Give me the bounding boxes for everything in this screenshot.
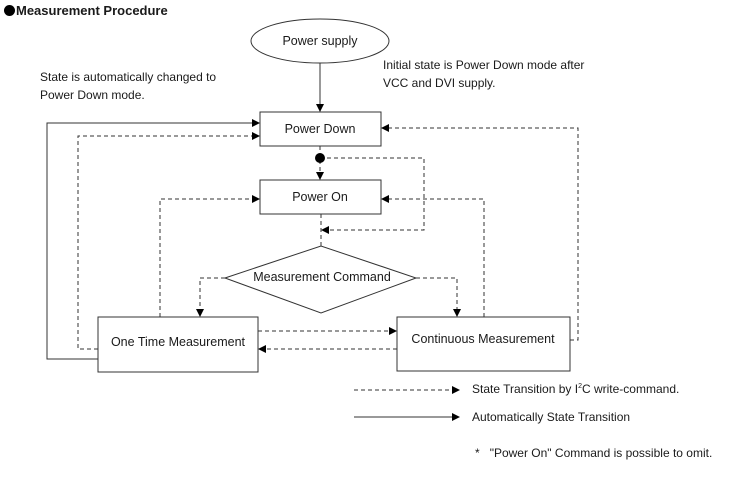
- page-title: Measurement Procedure: [4, 3, 168, 18]
- node-power-down: [259, 111, 382, 147]
- node-continuous-measurement-label: Continuous Measurement: [411, 332, 555, 346]
- title-text: Measurement Procedure: [16, 3, 168, 18]
- arrow-command-to-continuous: [416, 277, 461, 317]
- note-initial-state-line-2: VCC and DVI supply.: [383, 76, 496, 90]
- node-power-supply-label: Power supply: [282, 34, 358, 48]
- legend-solid-label: Automatically State Transition: [472, 410, 631, 424]
- note-initial-state-line-1: Initial state is Power Down mode after: [383, 58, 585, 72]
- arrow-one-time-to-power-down: [77, 132, 260, 350]
- node-one-time-measurement: [97, 316, 259, 373]
- arrow-command-to-one-time: [196, 277, 225, 317]
- arrow-one-time-to-power-on: [159, 195, 260, 317]
- arrow-continuous-to-power-down: [381, 124, 579, 341]
- node-one-time-measurement-label: One Time Measurement: [111, 335, 246, 349]
- note-initial-state: Initial state is Power Down mode after V…: [383, 56, 584, 92]
- footnote: * "Power On" Command is possible to omit…: [475, 446, 712, 460]
- bullet-icon: [4, 5, 15, 16]
- footnote-mark: *: [475, 446, 480, 460]
- junction-dot: [315, 153, 325, 163]
- note-auto-change-line-1: State is automatically changed to: [40, 70, 217, 84]
- node-measurement-command-label: Measurement Command: [253, 270, 391, 284]
- node-power-down-label: Power Down: [285, 122, 356, 136]
- legend-dashed-label: State Transition by I2C write-command.: [472, 382, 680, 396]
- note-auto-change-line-2: Power Down mode.: [40, 88, 145, 102]
- node-power-on-label: Power On: [292, 190, 348, 204]
- note-auto-change: State is automatically changed to Power …: [40, 68, 216, 104]
- arrow-continuous-to-power-on: [381, 195, 485, 317]
- arrow-one-time-auto-to-power-down: [46, 119, 260, 360]
- footnote-text: "Power On" Command is possible to omit.: [489, 446, 713, 460]
- arrow-skip-power-on: [321, 157, 425, 234]
